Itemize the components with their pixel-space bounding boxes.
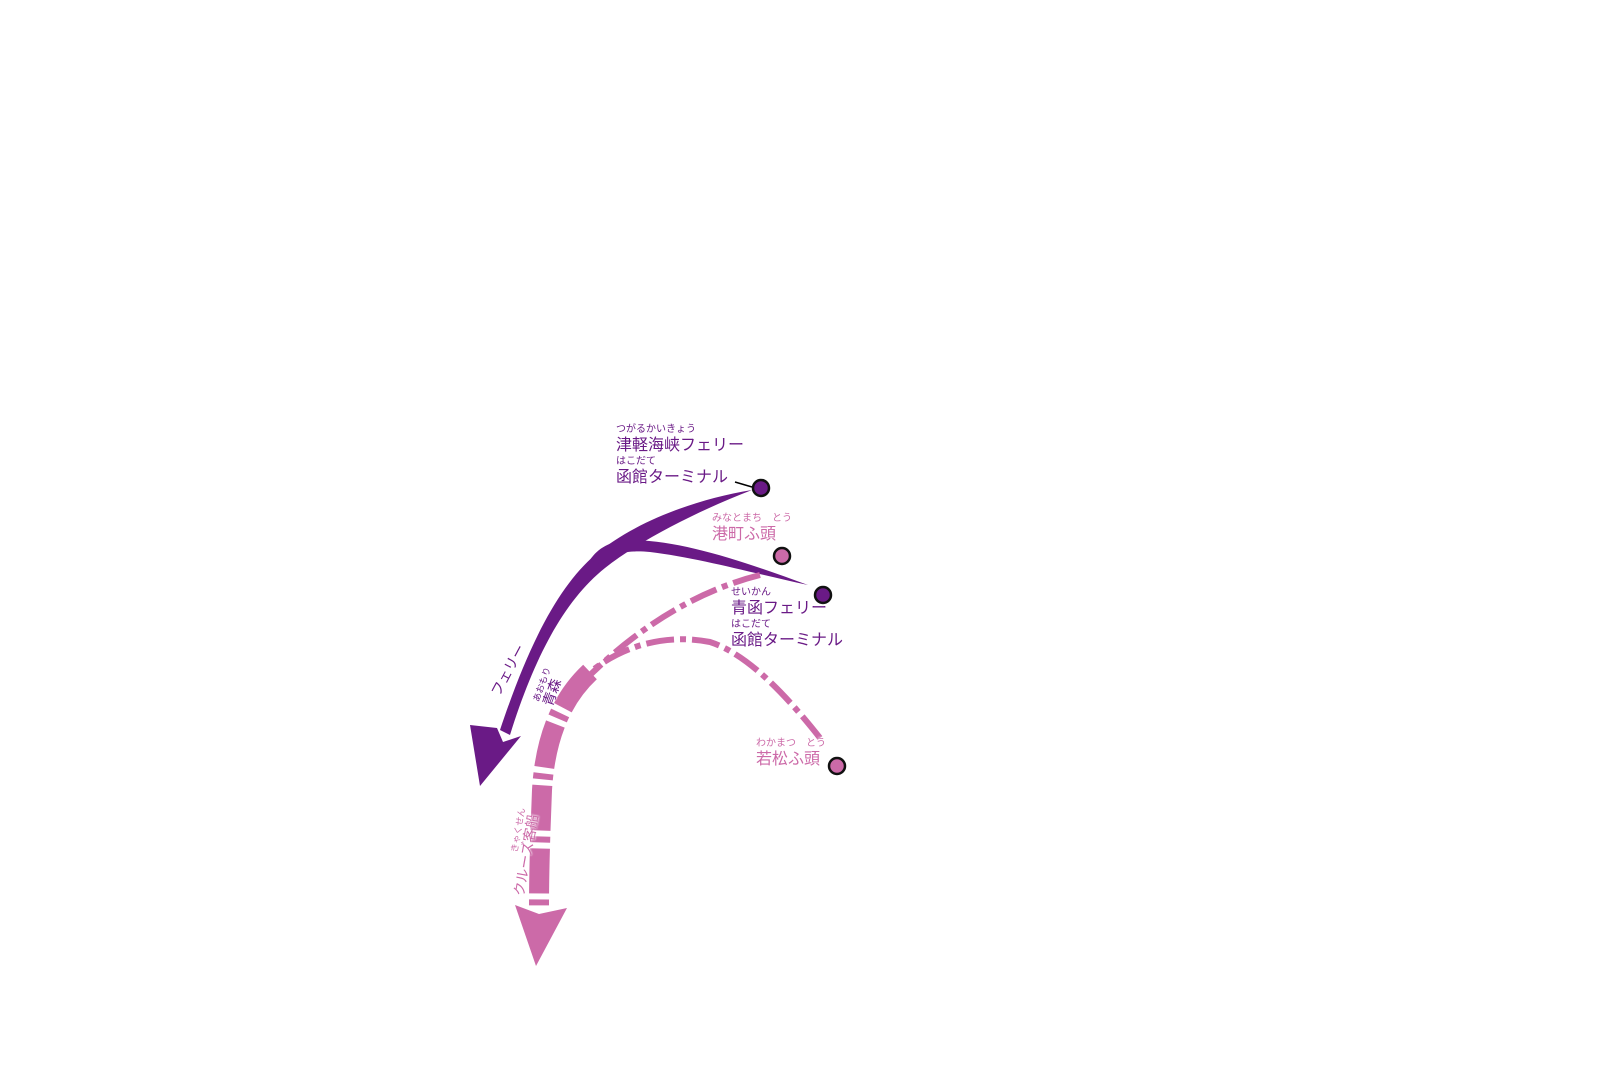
station-marker-tsugaru[interactable] xyxy=(751,478,771,498)
cruise-route-minatomachi xyxy=(582,572,761,683)
ferry-route-tsugaru xyxy=(500,490,752,735)
station-name: 津軽海峡フェリー xyxy=(616,435,745,454)
station-label-minatomachi[interactable]: みなとまち とう 港町ふ頭 xyxy=(712,513,792,543)
station-marker-seikan[interactable] xyxy=(813,585,833,605)
ferry-route-seikan xyxy=(590,540,808,585)
station-label-seikan[interactable]: せいかん 青函フェリー はこだて 函館ターミナル xyxy=(731,587,843,649)
station-marker-wakamatsu[interactable] xyxy=(827,756,847,776)
cruise-route-main xyxy=(529,664,598,909)
ferry-arrowhead xyxy=(470,725,521,786)
station-marker-minatomachi[interactable] xyxy=(772,546,792,566)
station-name: 若松ふ頭 xyxy=(756,749,821,768)
station-label-wakamatsu[interactable]: わかまつ とう 若松ふ頭 xyxy=(756,738,826,768)
ruby: はこだて xyxy=(731,619,771,630)
ruby: つがるかいきょう xyxy=(616,424,696,435)
ruby: みなとまち とう xyxy=(712,513,792,524)
cruise-route-wakamatsu xyxy=(577,636,823,740)
station-sub: 函館ターミナル xyxy=(616,467,729,486)
leader-line xyxy=(734,481,753,488)
station-name: 港町ふ頭 xyxy=(712,524,777,543)
ruby: はこだて xyxy=(616,456,656,467)
ruby: せいかん xyxy=(731,587,771,598)
station-sub: 函館ターミナル xyxy=(731,630,844,649)
station-name: 青函フェリー xyxy=(731,598,828,617)
cruise-arrowhead xyxy=(515,905,567,966)
station-label-tsugaru[interactable]: つがるかいきょう 津軽海峡フェリー はこだて 函館ターミナル xyxy=(616,424,744,486)
ruby: わかまつ とう xyxy=(756,738,826,749)
